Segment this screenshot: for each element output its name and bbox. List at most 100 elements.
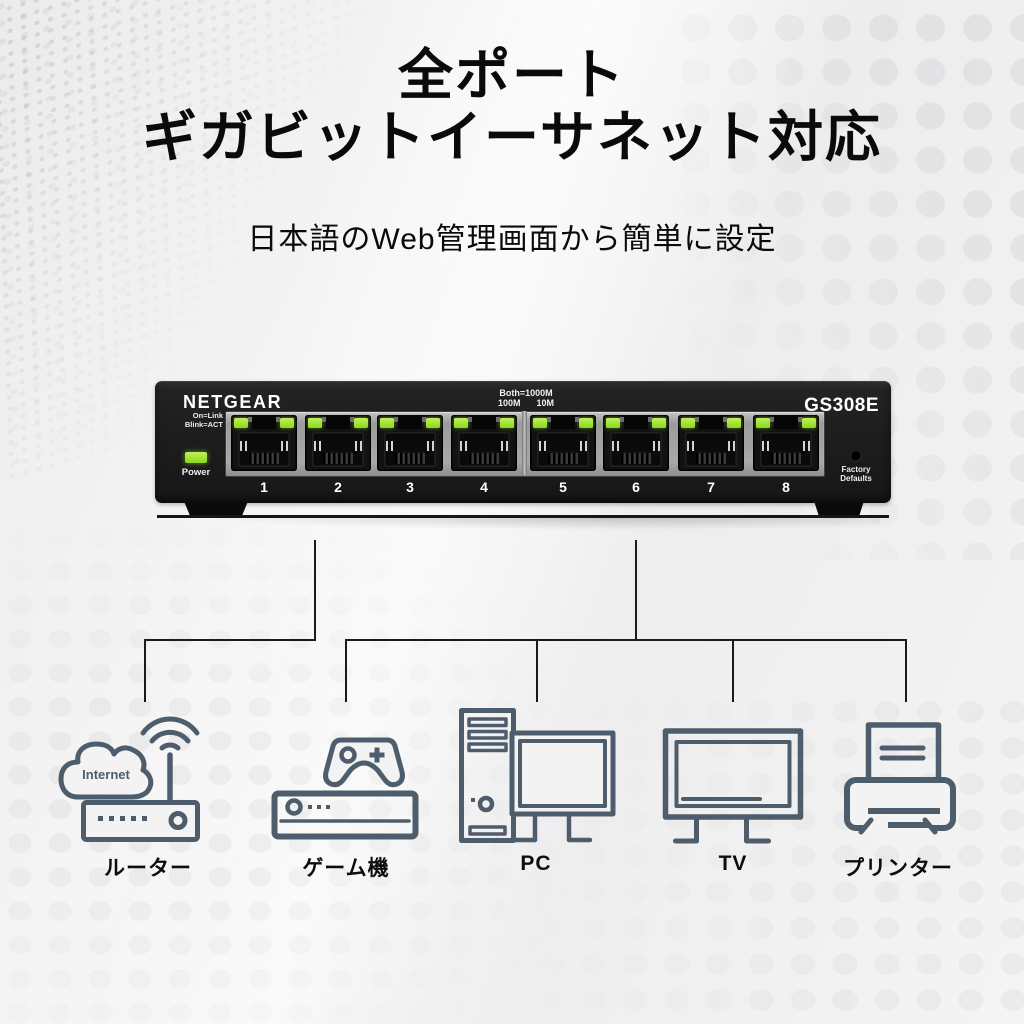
tower-slot [468,825,507,836]
connector-switch-left [314,540,316,640]
rj45-port-8: 8 [753,415,819,501]
speed-legend-both: Both=1000M [499,388,553,398]
act-led [280,418,294,428]
act-led [727,418,741,428]
rj45-jack [377,415,443,471]
port-number: 2 [334,479,342,495]
label-tv: TV [718,852,748,875]
rj45-port-6: 6 [603,415,669,501]
port-number: 1 [260,479,268,495]
console-body [271,790,419,840]
jack-cavity [312,432,364,467]
rj45-jack [530,415,596,471]
gamepad-stick [339,746,357,764]
router-box [81,800,200,842]
jack-tab [248,415,280,429]
router-icon: Internet [58,700,213,848]
connector-drop-router [144,640,146,702]
jack-pins [771,451,801,464]
port-number: 8 [782,479,790,495]
link-led [308,418,322,428]
router-status-dots [98,816,147,821]
factory-reset-line1: Factory [841,465,871,474]
page-title-line2: ギガビットイーサネット対応 [142,106,882,168]
network-switch: NETGEAR GS308E On=Link Blink=ACT Power B… [155,381,891,503]
model-number: GS308E [804,395,879,416]
cloud-label: Internet [82,767,130,782]
power-label: Power [181,467,211,478]
port-group-divider [522,411,527,475]
internet-cloud [58,741,154,800]
port-number: 3 [406,479,414,495]
speed-legend-100m: 100M [497,398,521,408]
jack-pins [395,451,425,464]
label-printer: プリンター [843,857,953,880]
tv-stand [673,814,771,844]
rj45-jack [305,415,371,471]
tower-led [471,798,475,802]
factory-reset-label: Factory Defaults [827,465,885,483]
jack-pins [696,451,726,464]
connector-branch-right [345,639,907,641]
act-led [802,418,816,428]
act-led [579,418,593,428]
connector-drop-pc [536,640,538,702]
connector-drop-printer [905,640,907,702]
label-router: ルーター [104,857,192,880]
act-led [426,418,440,428]
page-subtitle: 日本語のWeb管理画面から簡単に設定 [247,223,777,256]
factory-reset-line2: Defaults [840,474,872,483]
connector-drop-tv [732,640,734,702]
switch-foot-left [184,502,248,516]
paper-text-lines [879,745,926,761]
switch-foot-right [814,502,864,516]
jack-tab [620,415,652,429]
led-legend-line2: Blink=ACT [184,419,223,429]
connector-switch-right [635,540,637,640]
jack-cavity [685,432,737,467]
led-legend-line1: On=Link [192,411,223,420]
connector-drop-game [345,640,347,702]
rj45-jack [231,415,297,471]
printer-icon [842,710,958,852]
jack-pins [469,451,499,464]
jack-pins [249,451,279,464]
jack-tab [468,415,500,429]
rj45-jack [753,415,819,471]
rj45-jack [603,415,669,471]
jack-tab [695,415,727,429]
factory-reset-hole [851,451,861,461]
connector-branch-left [144,639,316,641]
tower-bay-2 [467,729,508,740]
pc-icon [455,703,620,848]
rj45-port-7: 7 [678,415,744,501]
act-led [354,418,368,428]
rj45-port-2: 2 [305,415,371,501]
tv-icon [660,703,806,846]
jack-pins [621,451,651,464]
act-led [500,418,514,428]
page-title: 全ポート ギガビットイーサネット対応 [0,44,1024,168]
link-led [756,418,770,428]
power-led [185,452,207,463]
speed-legend-10m: 10M [536,398,555,408]
jack-cavity [384,432,436,467]
router-button [168,811,188,830]
link-led [380,418,394,428]
pc-monitor-stand [512,811,593,843]
port-number: 6 [632,479,640,495]
tower-bay-1 [467,717,508,728]
wifi-arc-small [159,742,181,751]
jack-cavity [760,432,812,467]
rj45-port-1: 1 [231,415,297,501]
speed-legend: Both=1000M 100M 10M [451,388,601,408]
printer-paper [865,722,942,783]
tv-screen [674,740,792,808]
jack-pins [548,451,578,464]
wifi-arc-medium [149,729,191,744]
brand-logo: NETGEAR [183,392,283,412]
link-led [681,418,695,428]
jack-cavity [610,432,662,467]
gamepad-dpad [369,747,385,763]
